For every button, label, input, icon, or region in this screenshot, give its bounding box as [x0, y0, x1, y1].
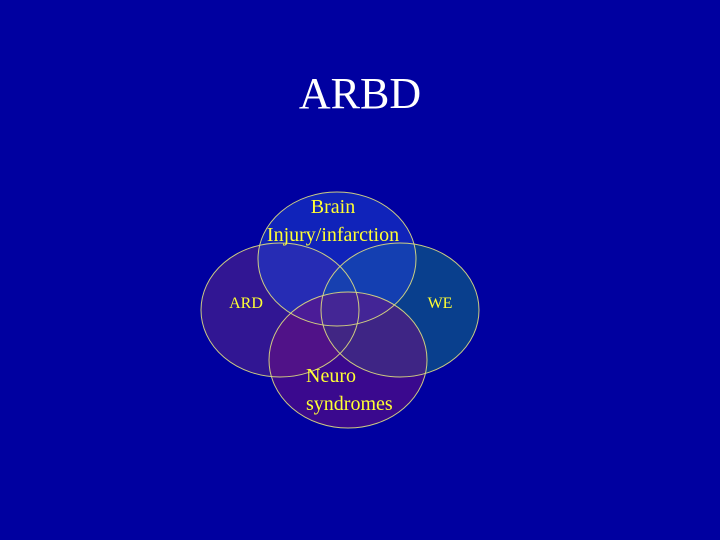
label-we: WE	[428, 295, 453, 312]
label-neuro-line2: syndromes	[306, 393, 393, 415]
label-ard: ARD	[229, 295, 263, 312]
venn-outline-ard	[200, 242, 360, 378]
label-brain-line2: Injury/infarction	[267, 224, 399, 246]
label-neuro-line1: Neuro	[306, 365, 356, 387]
label-brain-line1: Brain	[311, 196, 355, 218]
venn-outline-we	[320, 242, 480, 378]
slide-title: ARBD	[298, 69, 422, 118]
venn-outline-neuro	[268, 291, 428, 429]
venn-set-brain	[258, 192, 416, 326]
venn-outline-brain	[257, 191, 417, 327]
